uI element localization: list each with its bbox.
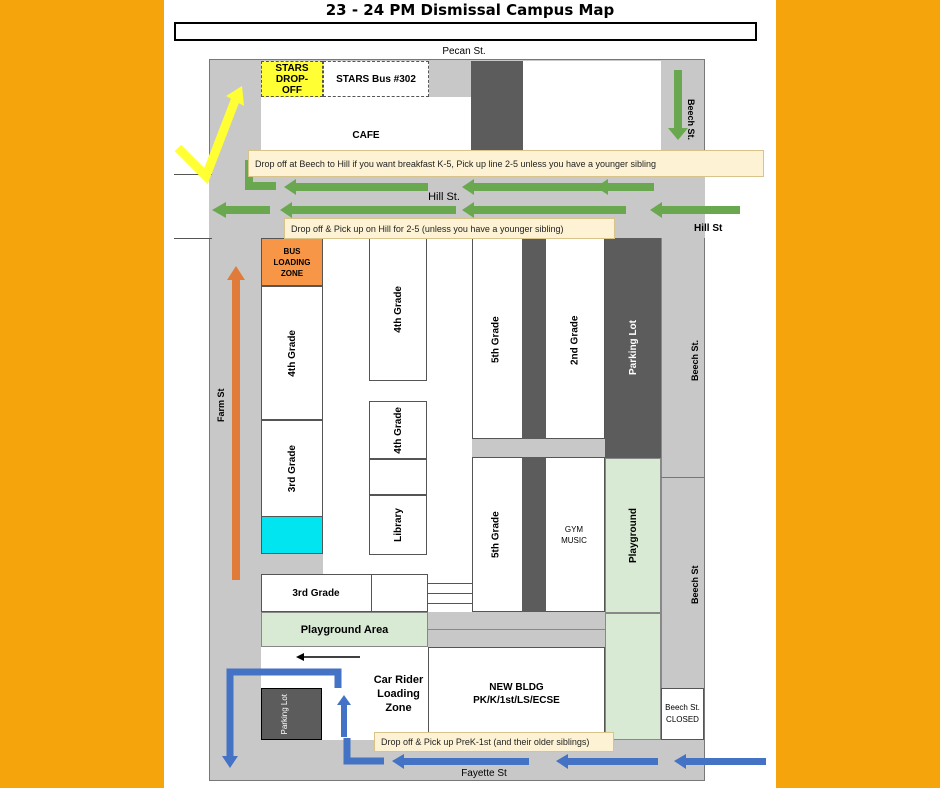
grade5-top-dark-strip — [522, 238, 546, 439]
note-beech-to-hill: Drop off at Beech to Hill if you want br… — [248, 150, 764, 177]
gym-music-text: GYM MUSIC — [561, 525, 587, 545]
map-title: 23 - 24 PM Dismissal Campus Map — [325, 1, 615, 19]
note-fayette: Drop off & Pick up PreK-1st (and their o… — [374, 732, 614, 752]
new-building: NEW BLDG PK/K/1st/LS/ECSE — [428, 647, 605, 740]
playground-right: Playground — [605, 458, 661, 613]
green-arrowhead-5 — [280, 202, 292, 218]
green-arrowhead-7 — [650, 202, 662, 218]
orange-arrowhead — [227, 266, 245, 280]
green-arrow-5 — [292, 206, 456, 214]
green-arrow-beech-down — [674, 70, 682, 128]
blue-arrow-2 — [568, 758, 658, 765]
grade4-center-top-building: 4th Grade — [369, 238, 427, 381]
car-rider-label: Car Rider Loading Zone — [373, 673, 424, 714]
hill-street-line-bottom — [174, 238, 212, 239]
green-arrow-4 — [226, 206, 270, 214]
fayette-street-label: Fayette St — [461, 767, 507, 779]
note-hill: Drop off & Pick up on Hill for 2-5 (unle… — [284, 218, 615, 239]
yellow-check-arrow — [174, 96, 241, 185]
pecan-street-label: Pecan St. — [442, 45, 486, 57]
green-arrow-6 — [474, 206, 626, 214]
hill-street-center-label: Hill St. — [428, 191, 460, 203]
blue-arrow-1 — [404, 758, 529, 765]
blue-arrowhead-up — [337, 695, 351, 705]
blue-arrow-3 — [686, 758, 766, 765]
playground-area-road — [428, 612, 605, 647]
hill-street-right-label: Hill St — [694, 223, 723, 234]
beech-right-road — [661, 238, 704, 688]
grade3-left-building: 3rd Grade — [261, 420, 323, 516]
title-box — [174, 22, 757, 41]
blue-arrow-lot-loop — [226, 668, 342, 760]
grade3-bottom-label: 3rd Grade — [292, 587, 340, 599]
blue-arrowhead-2 — [556, 754, 568, 769]
green-arrow-3 — [608, 183, 654, 191]
playground-area: Playground Area — [261, 612, 428, 647]
grade5-bottom-dark-strip — [522, 457, 546, 612]
grade4-center-spacer — [369, 459, 427, 495]
car-rider-zone: Car Rider Loading Zone — [369, 647, 428, 740]
parking-lot-left: Parking Lot — [261, 688, 322, 740]
orange-arrow-shaft — [232, 280, 240, 580]
gym-music-label: GYM MUSIC — [554, 520, 594, 550]
yellow-arrowhead — [226, 86, 244, 106]
beech-divider — [661, 477, 704, 478]
green-arrowhead-1 — [284, 179, 296, 195]
beech-closed-box: Beech St. CLOSED — [661, 688, 704, 740]
arrow-layer — [174, 70, 766, 769]
new-building-label: NEW BLDG PK/K/1st/LS/ECSE — [473, 681, 560, 706]
map-paper: 23 - 24 PM Dismissal Campus Map Pecan St… — [164, 0, 776, 788]
grade4-left-building: 4th Grade — [261, 286, 323, 420]
grade4-center-mid-building: 4th Grade — [369, 401, 427, 459]
green-arrow-2 — [474, 183, 624, 191]
cafe-label: CAFE — [352, 130, 380, 141]
green-arrowhead-3 — [596, 179, 608, 195]
green-arrow-1 — [296, 183, 428, 191]
grade3-bottom-divider — [371, 574, 372, 612]
blue-arrowhead-3 — [674, 754, 686, 769]
blue-arrowhead-1 — [392, 754, 404, 769]
gap-road — [472, 439, 605, 457]
beech-top-label: Beech St. — [686, 99, 696, 141]
parking-lot-right: Parking Lot — [605, 238, 661, 458]
library-building: Library — [369, 495, 427, 555]
blue-arrowhead-lot-loop — [222, 756, 238, 768]
beech-closed-label: Beech St. CLOSED — [665, 703, 700, 724]
green-arrowhead-4 — [212, 202, 226, 218]
bus-zone-label: BUS LOADING ZONE — [273, 246, 311, 278]
bus-loading-zone: BUS LOADING ZONE — [261, 238, 323, 286]
cyan-block — [261, 516, 323, 554]
green-arrowhead-2 — [462, 179, 474, 195]
grade3-bottom-stripes — [427, 574, 472, 612]
stars-dropoff: STARS DROP-OFF — [261, 61, 323, 97]
green-arrow-7 — [662, 206, 740, 214]
blue-arrow-up — [341, 705, 347, 737]
stars-dropoff-label: STARS DROP-OFF — [275, 62, 309, 96]
stars-bus-label: STARS Bus #302 — [323, 61, 429, 97]
green-arrowhead-6 — [462, 202, 474, 218]
car-rider-arrowhead — [296, 653, 304, 661]
hill-street-line-top — [174, 174, 212, 175]
blue-arrow-bottom-turn — [343, 738, 384, 765]
green-arrowhead-beech-down — [668, 128, 688, 140]
playground-right-lower — [605, 613, 661, 740]
